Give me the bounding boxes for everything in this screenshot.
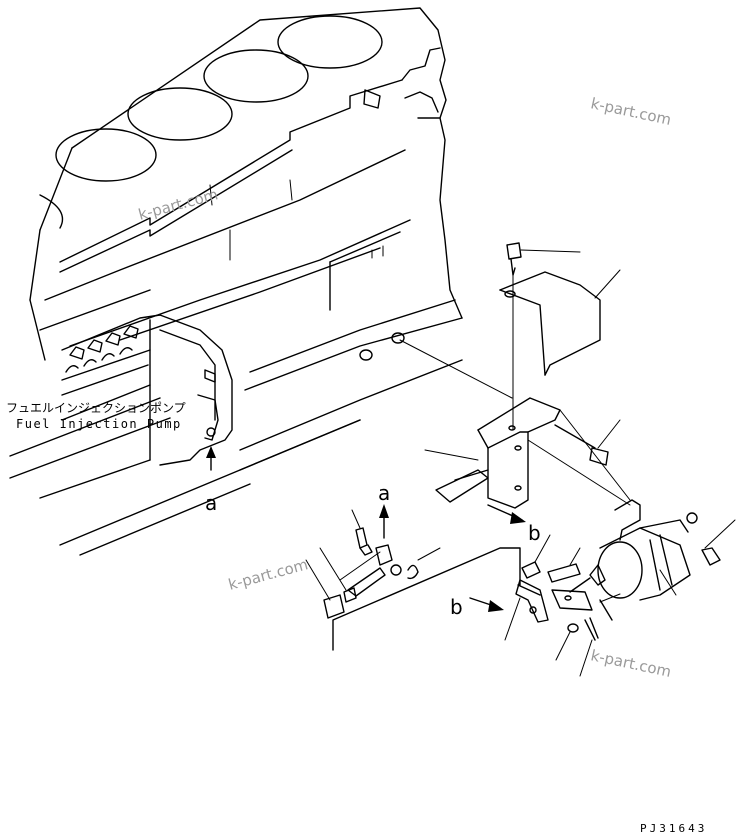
cylinder-bore-4 bbox=[55, 128, 157, 182]
bracket-reference-arrow-b bbox=[487, 504, 526, 524]
ref-letter-a-linkage: a bbox=[378, 481, 390, 505]
watermark-engine: k-part.com bbox=[136, 185, 220, 224]
lever-parts bbox=[504, 534, 621, 677]
pump-label-japanese: フュエルインジェクションポンプ bbox=[6, 401, 186, 415]
fuel-injection-pump bbox=[61, 314, 233, 466]
lever-reference-arrow-b bbox=[469, 597, 504, 612]
cylinder-bore-3 bbox=[127, 87, 233, 141]
cylinder-bore-2 bbox=[203, 49, 309, 103]
watermark-lever: k-part.com bbox=[589, 646, 673, 681]
ref-letter-a-pump: a bbox=[205, 491, 217, 515]
watermark-top-right: k-part.com bbox=[589, 94, 673, 129]
watermark-linkage: k-part.com bbox=[226, 555, 310, 594]
linkage-reference-arrow-a bbox=[379, 504, 389, 539]
pump-reference-arrow-a bbox=[206, 446, 216, 471]
pump-label-english: Fuel Injection Pump bbox=[16, 417, 182, 431]
ref-letter-b-lever: b bbox=[450, 595, 463, 619]
drawing-code: PJ31643 bbox=[640, 822, 707, 835]
fuel-cut-solenoid bbox=[569, 499, 736, 601]
ref-letter-b-bracket: b bbox=[528, 521, 541, 545]
cylinder-bore-1 bbox=[277, 15, 383, 69]
bracket-assembly bbox=[399, 242, 631, 509]
engine-block bbox=[9, 7, 463, 556]
linkage-parts bbox=[305, 509, 541, 651]
